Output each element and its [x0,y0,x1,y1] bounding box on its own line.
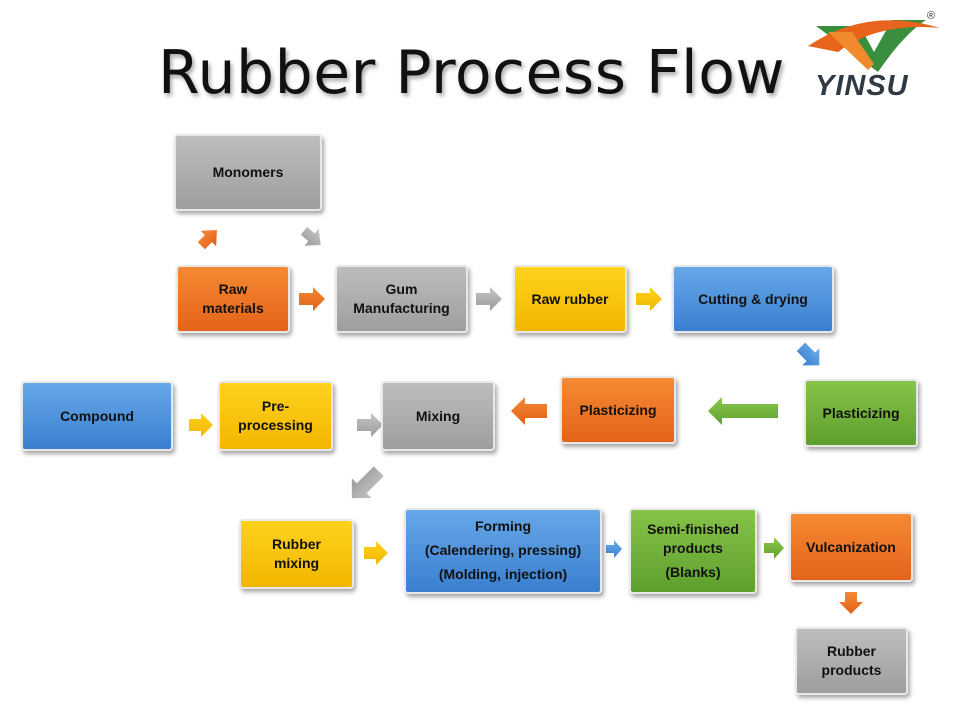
arrow-forming-to-semifinished [606,540,622,558]
arrow-plasticizing-to-mixing [511,397,547,425]
node-gum-manufacturing: Gum Manufacturing [335,265,468,333]
node-plasticizing-green: Plasticizing [804,379,918,447]
node-rubber-mixing: Rubber mixing [239,519,354,589]
arrow-vulcanization-to-products [839,592,863,614]
registered-mark: ® [927,10,936,22]
arrow-plasticizing-to-plasticizing [708,397,778,425]
arrow-preprocessing-to-mixing [357,413,383,437]
arrow-rawrubber-to-cutting [636,287,662,311]
arrow-compound-to-preprocessing [189,413,213,437]
node-vulcanization: Vulcanization [789,512,913,582]
logo-text: YINSU [815,70,909,102]
node-rubber-products: Rubber products [795,627,908,695]
node-cutting-drying: Cutting & drying [672,265,834,333]
node-compound: Compound [21,381,173,451]
node-plasticizing-orange: Plasticizing [560,376,676,444]
page-title: Rubber Process Flow [158,38,785,108]
node-pre-processing: Pre- processing [218,381,333,451]
arrow-mixing-to-rubbermixing [351,466,384,499]
node-forming: Forming (Calendering, pressing) (Molding… [404,508,602,594]
node-raw-materials: Raw materials [176,265,290,333]
node-monomers: Monomers [174,134,322,211]
arrow-cutting-to-plasticizing [796,342,820,366]
node-mixing: Mixing [381,381,495,451]
arrow-gum-to-rawrubber [476,287,502,311]
arrow-semifinished-to-vulcanization [764,537,784,559]
yinsu-logo [808,20,940,72]
node-semi-finished: Semi-finished products (Blanks) [629,508,757,594]
arrow-rubbermixing-to-forming [364,541,388,565]
arrow-raw-to-gum [299,287,325,311]
node-raw-rubber: Raw rubber [513,265,627,333]
arrow-monomers-to-gum [300,227,321,246]
arrow-raw-to-monomers [197,230,217,250]
